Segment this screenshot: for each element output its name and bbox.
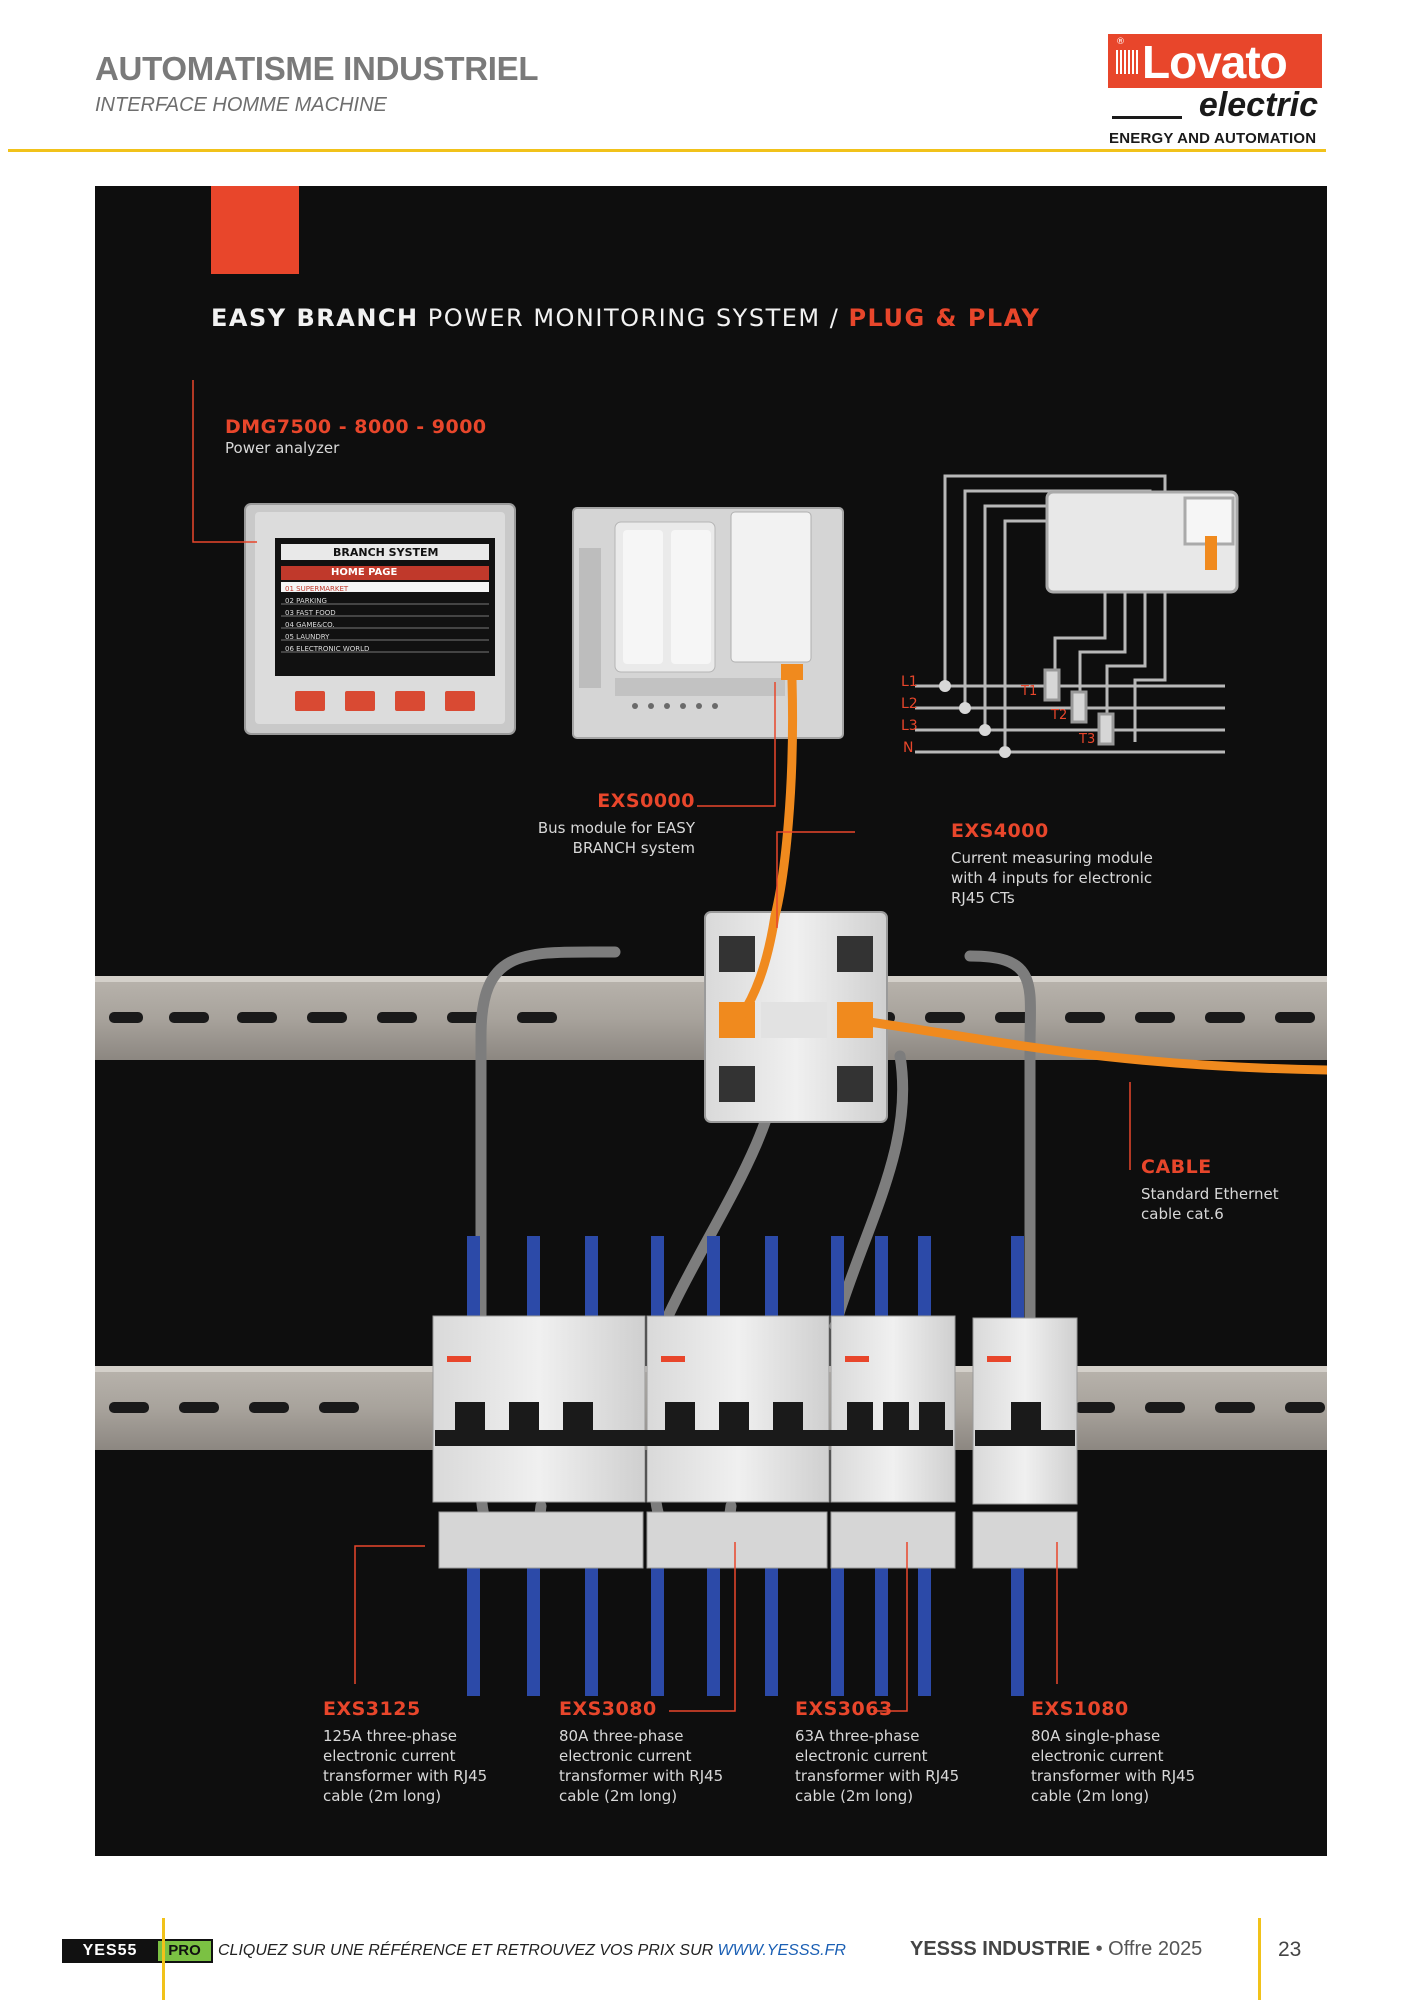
logo-electric: electric [1198, 86, 1318, 124]
panel-heading: EASY BRANCH POWER MONITORING SYSTEM / PL… [211, 304, 1040, 332]
exs3125-desc: 125A three-phase electronic current tran… [323, 1727, 488, 1805]
wiring-line-label: N [903, 740, 914, 756]
footer-divider-left [162, 1918, 165, 2000]
screen-home: HOME PAGE [331, 567, 398, 578]
exs1080-code: EXS1080 [1031, 1698, 1129, 1720]
exs3063-label: EXS3063 63A three-phase electronic curre… [795, 1698, 995, 1806]
logo-stripes-icon [1116, 50, 1138, 74]
screen-row: 02 PARKING [285, 597, 327, 605]
wiring-line-label: L3 [901, 718, 918, 734]
exs3125-label: EXS3125 125A three-phase electronic curr… [323, 1698, 523, 1806]
exs3125-code: EXS3125 [323, 1698, 421, 1720]
exs0000-desc: Bus module for EASY BRANCH system [537, 819, 695, 857]
exs4000-label: EXS4000 Current measuring module with 4 … [951, 820, 1181, 908]
lovato-logo: ® Lovato electric ENERGY AND AUTOMATION [1108, 34, 1322, 154]
wiring-line-label: L1 [901, 674, 918, 690]
exs4000-desc: Current measuring module with 4 inputs f… [951, 849, 1153, 907]
ct-label: T3 [1079, 732, 1096, 747]
heading-accent: PLUG & PLAY [848, 304, 1041, 332]
screen-row: 01 SUPERMARKET [285, 585, 349, 593]
exs3063-desc: 63A three-phase electronic current trans… [795, 1727, 960, 1805]
website-link[interactable]: WWW.YESSS.FR [717, 1942, 846, 1959]
orange-cables [735, 675, 1327, 1075]
footer-offer: YESSS INDUSTRIE • Offre 2025 [910, 1938, 1202, 1961]
logo-red-box: ® Lovato [1108, 34, 1322, 88]
exs3080-code: EXS3080 [559, 1698, 657, 1720]
exs0000-label: EXS0000 Bus module for EASY BRANCH syste… [525, 790, 695, 858]
exs4000-module [704, 911, 888, 1123]
dmg-rear-module [572, 507, 844, 739]
logo-word: Lovato [1142, 36, 1288, 88]
footer-cta: CLIQUEZ SUR UNE RÉFÉRENCE ET RETROUVEZ V… [218, 1942, 846, 1960]
wiring-diagram [915, 474, 1239, 754]
heading-light: POWER MONITORING SYSTEM / [427, 304, 840, 332]
exs1080-desc: 80A single-phase electronic current tran… [1031, 1727, 1196, 1805]
cta-text: CLIQUEZ SUR UNE RÉFÉRENCE ET RETROUVEZ V… [218, 1942, 714, 1959]
screen-title: BRANCH SYSTEM [333, 546, 439, 559]
exs0000-code: EXS0000 [597, 790, 695, 812]
exs3080-label: EXS3080 80A three-phase electronic curre… [559, 1698, 759, 1806]
page-number: 23 [1278, 1938, 1302, 1961]
exs3063-code: EXS3063 [795, 1698, 893, 1720]
screen-row: 06 ELECTRONIC WORLD [285, 645, 370, 653]
logo-tagline: ENERGY AND AUTOMATION [1109, 130, 1317, 147]
exs3080-desc: 80A three-phase electronic current trans… [559, 1727, 724, 1805]
registered-icon: ® [1116, 37, 1125, 47]
cable-desc: Standard Ethernet cable cat.6 [1141, 1185, 1279, 1223]
cable-label: CABLE Standard Ethernet cable cat.6 [1141, 1156, 1311, 1224]
dmg-label: DMG7500 - 8000 - 9000 Power analyzer [225, 416, 487, 458]
cable-code: CABLE [1141, 1156, 1212, 1178]
dmg-code: DMG7500 - 8000 - 9000 [225, 416, 487, 438]
breaker-group [432, 1315, 1078, 1569]
dmg-power-analyzer [244, 503, 516, 735]
leader-lines [192, 380, 1131, 1712]
product-illustration-panel: EASY BRANCH POWER MONITORING SYSTEM / PL… [95, 186, 1327, 1856]
wiring-nodes [939, 680, 1011, 758]
footer-divider-right [1258, 1918, 1261, 2000]
brand-yesss: YES55 [64, 1941, 156, 1961]
accent-square [211, 186, 299, 274]
wiring-line-label: L2 [901, 696, 918, 712]
heading-bold: EASY BRANCH [211, 304, 419, 332]
exs1080-label: EXS1080 80A single-phase electronic curr… [1031, 1698, 1231, 1806]
dmg-desc: Power analyzer [225, 439, 340, 457]
header-divider [8, 149, 1326, 152]
ct-label: T2 [1051, 708, 1068, 723]
offer-brand: YESSS INDUSTRIE [910, 1938, 1091, 1960]
screen-row: 03 FAST FOOD [285, 609, 336, 617]
page-title: AUTOMATISME INDUSTRIEL [95, 50, 539, 87]
offer-year: • Offre 2025 [1095, 1938, 1203, 1960]
page-subtitle: INTERFACE HOMME MACHINE [95, 94, 387, 116]
exs4000-code: EXS4000 [951, 820, 1049, 842]
screen-row: 04 GAME&CO. [285, 621, 335, 629]
logo-underline [1112, 116, 1182, 119]
easy-branch-diagram [95, 380, 1327, 1712]
yesss-pro-badge[interactable]: YES55 PRO [62, 1939, 213, 1963]
brand-pro: PRO [156, 1941, 211, 1961]
screen-row: 05 LAUNDRY [285, 633, 330, 641]
ct-label: T1 [1021, 684, 1038, 699]
